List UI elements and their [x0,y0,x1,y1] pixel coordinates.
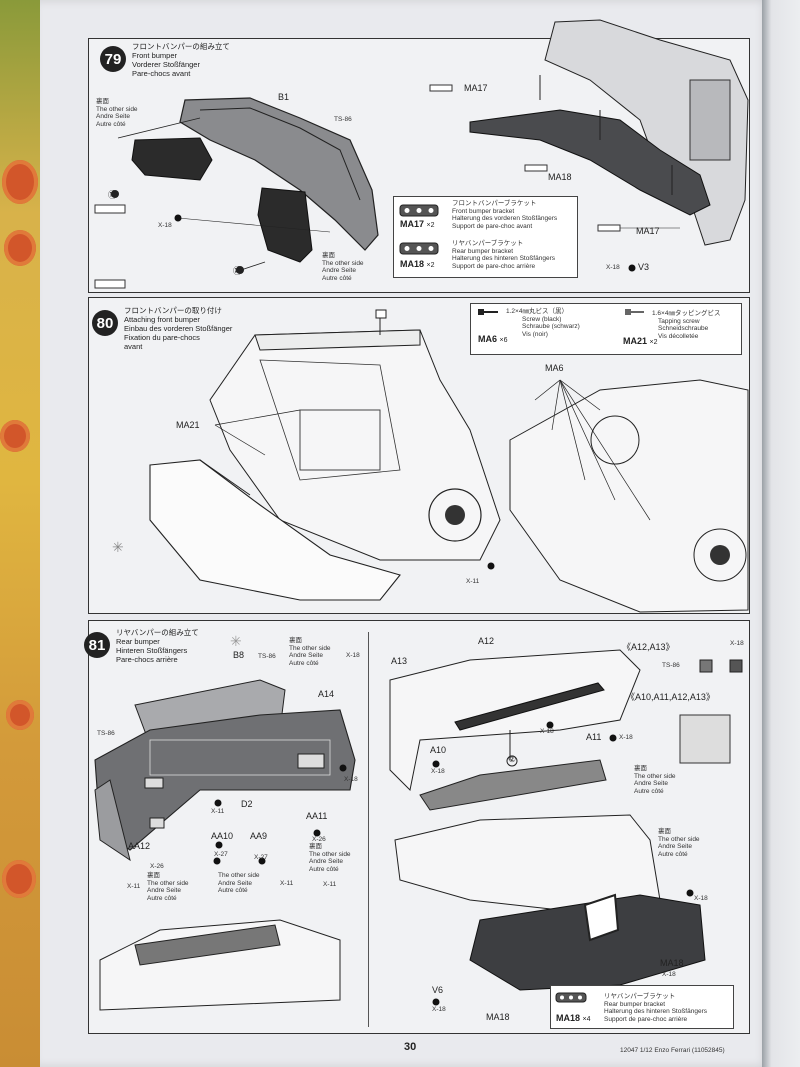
step-2-ref: ② [508,754,517,764]
x18-label: X-18 [431,768,445,775]
next-page-edge [762,0,800,1067]
step-14-ref: ⑭ [233,266,243,276]
part-aa10-label: AA10 [211,831,234,841]
x11-label: X-11 [127,883,141,890]
step-79-title: フロントバンパーの組み立て Front bumper Vorderer Stoß… [132,42,230,78]
group-a12-a13: 《A12,A13》 [622,642,675,652]
ts86-label: TS-86 [258,653,276,660]
other-side-note: 裏面 The other side Andre Seite Autre côté [309,843,351,873]
tablecloth-flower [4,230,36,266]
x26-label: X-26 [312,836,326,843]
x18-label: X-18 [346,652,360,659]
svg-text:✳: ✳ [230,633,242,649]
x18-label: X-18 [540,728,554,735]
step-80-title: フロントバンパーの取り付け Attaching front bumper Ein… [124,306,233,351]
step-79-number: 79 [100,46,126,72]
part-a10-label: A10 [430,745,447,755]
x11-label: X-11 [323,881,337,888]
part-a13-label: A13 [391,656,408,666]
group-a10-a13: 《A10,A11,A12,A13》 [626,692,715,702]
ma18-box-text: リヤバンパーブラケット Rear bumper bracket Halterun… [604,993,707,1023]
other-side-note: 裏面 The other side Andre Seite Autre côté [658,828,700,858]
ma21-box-label: MA21 ×2 [623,336,658,346]
ma18-box-label: MA18 ×4 [556,1013,591,1023]
tablecloth-flower [2,160,38,204]
part-b8-label: B8 [233,650,245,660]
step-81-divider [368,632,369,1027]
part-a11-label: A11 [586,732,602,742]
ma17-label: MA17 [464,83,488,93]
tablecloth-flower [6,700,34,730]
other-side-note: 裏面 The other side Andre Seite Autre côté [634,765,676,795]
footer-code: 12047 1/12 Enzo Ferrari (11052845) [620,1047,725,1054]
step-81-parts-box [550,985,734,1029]
part-b1-label: B1 [278,92,290,102]
part-d2-label: D2 [241,799,253,809]
ts86-label: TS-86 [97,730,115,737]
other-side-note: 裏面 The other side Andre Seite Autre côté [96,98,138,128]
ts86-label: TS-86 [334,116,352,123]
step-81-number: 81 [84,632,110,658]
part-a14-label: A14 [318,689,335,699]
part-v3-label: V3 [638,262,650,272]
step-15-ref: ⑮ [108,190,118,200]
step-81-title: リヤバンパーの組み立て Rear bumper Hinteren Stoßfän… [116,628,199,664]
x27-label: X-27 [254,854,268,861]
ma17-box-label: MA17 ×2 [400,219,435,229]
x18-label: X-18 [606,264,620,271]
ma17-label: MA17 [636,226,660,236]
part-a12-label: A12 [478,636,495,646]
ma18-box-text: リヤバンパーブラケット Rear bumper bracket Halterun… [452,240,555,270]
page-number: 30 [404,1041,417,1053]
part-aa12-label: AA12 [128,841,151,851]
ma18-label: MA18 [486,1012,510,1022]
ts86-label: TS-86 [662,662,680,669]
ma21-label: MA21 [176,420,200,430]
part-aa9-label: AA9 [250,831,268,841]
x27-label: X-27 [214,851,228,858]
tablecloth-flower [0,420,30,452]
part-aa11-label: AA11 [306,811,328,821]
ma21-spec: 1.6×4㎜タッピングビス Tapping screw Schneidschra… [652,310,721,340]
ma17-box-text: フロントバンパーブラケット Front bumper bracket Halte… [452,200,558,230]
other-side-note: 裏面 The other side Andre Seite Autre côté [147,872,189,902]
x18-label: X-18 [432,1006,446,1013]
x11-label: X-11 [280,880,294,887]
svg-text:✳: ✳ [112,539,124,555]
ma18-label: MA18 [548,172,572,182]
x18-label: X-18 [694,895,708,902]
x11-label: X-11 [211,808,225,815]
x18-label: X-18 [730,640,744,647]
x18-label: X-18 [619,734,633,741]
other-side-note: 裏面 The other side Andre Seite Autre côté [289,637,331,667]
ma6-box-label: MA6 ×6 [478,334,508,344]
other-side-note: 裏面 The other side Andre Seite Autre côté [322,252,364,282]
ma6-label: MA6 [545,363,564,373]
x18-label: X-18 [662,971,676,978]
other-side-note: The other side Andre Seite Autre côté [218,872,260,895]
x18-label: X-18 [344,776,358,783]
screws-box [470,303,742,355]
x26-label: X-26 [150,863,164,870]
tablecloth-flower [2,860,36,898]
ma6-spec: 1.2×4㎜丸ビス（黒） Screw (black) Schraube (sch… [506,308,580,338]
ma18-box-label: MA18 ×2 [400,259,435,269]
x18-label: X-18 [158,222,172,229]
ma18-label: MA18 [660,958,684,968]
x11-label: X-11 [466,578,480,585]
part-v6-label: V6 [432,985,444,995]
step-80-number: 80 [92,310,118,336]
